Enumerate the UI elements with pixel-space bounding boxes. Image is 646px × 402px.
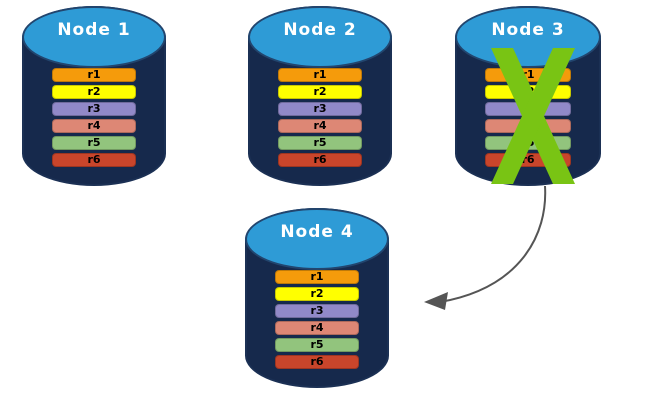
node-4-title: Node 4 [280, 222, 354, 242]
node-2-row-r1[interactable]: r1 [278, 68, 362, 82]
node-2-row-r5[interactable]: r5 [278, 136, 362, 150]
node-2-row-r4[interactable]: r4 [278, 119, 362, 133]
node-1-row-r3[interactable]: r3 [52, 102, 136, 116]
node-3-row-r5[interactable]: r5 [485, 136, 571, 150]
node-4-row-list: r1 r2 r3 r4 r5 r6 [275, 270, 359, 369]
node-3[interactable]: Node 3 r1 r2 r3 r4 r5 r6 [455, 6, 601, 186]
node-1-row-r2[interactable]: r2 [52, 85, 136, 99]
node-4-row-r6[interactable]: r6 [275, 355, 359, 369]
node-3-row-r6[interactable]: r6 [485, 153, 571, 167]
node-2-row-r6[interactable]: r6 [278, 153, 362, 167]
node-2-row-list: r1 r2 r3 r4 r5 r6 [278, 68, 362, 167]
node-3-row-r1[interactable]: r1 [485, 68, 571, 82]
node-2-cylinder-top [248, 6, 392, 68]
node-4-row-r3[interactable]: r3 [275, 304, 359, 318]
node-4-row-r4[interactable]: r4 [275, 321, 359, 335]
node-4-row-r5[interactable]: r5 [275, 338, 359, 352]
node-2[interactable]: Node 2 r1 r2 r3 r4 r5 r6 [248, 6, 392, 186]
node-4-cylinder-top [245, 208, 389, 270]
node-1-row-r6[interactable]: r6 [52, 153, 136, 167]
node-3-row-r2[interactable]: r2 [485, 85, 571, 99]
node-1-row-r1[interactable]: r1 [52, 68, 136, 82]
node-1-row-r5[interactable]: r5 [52, 136, 136, 150]
node-1[interactable]: Node 1 r1 r2 r3 r4 r5 r6 [22, 6, 166, 186]
failover-arrow-head [424, 292, 448, 310]
node-3-title: Node 3 [491, 20, 565, 40]
node-4-row-r1[interactable]: r1 [275, 270, 359, 284]
node-1-cylinder-top [22, 6, 166, 68]
node-2-row-r2[interactable]: r2 [278, 85, 362, 99]
node-1-row-r4[interactable]: r4 [52, 119, 136, 133]
node-2-title: Node 2 [283, 20, 357, 40]
failover-arrow-line [439, 185, 547, 303]
node-2-row-r3[interactable]: r3 [278, 102, 362, 116]
node-4-row-r2[interactable]: r2 [275, 287, 359, 301]
node-4[interactable]: Node 4 r1 r2 r3 r4 r5 r6 [245, 208, 389, 388]
node-1-title: Node 1 [57, 20, 131, 40]
node-3-row-list: r1 r2 r3 r4 r5 r6 [485, 68, 571, 167]
node-1-row-list: r1 r2 r3 r4 r5 r6 [52, 68, 136, 167]
node-3-row-r4[interactable]: r4 [485, 119, 571, 133]
node-3-row-r3[interactable]: r3 [485, 102, 571, 116]
